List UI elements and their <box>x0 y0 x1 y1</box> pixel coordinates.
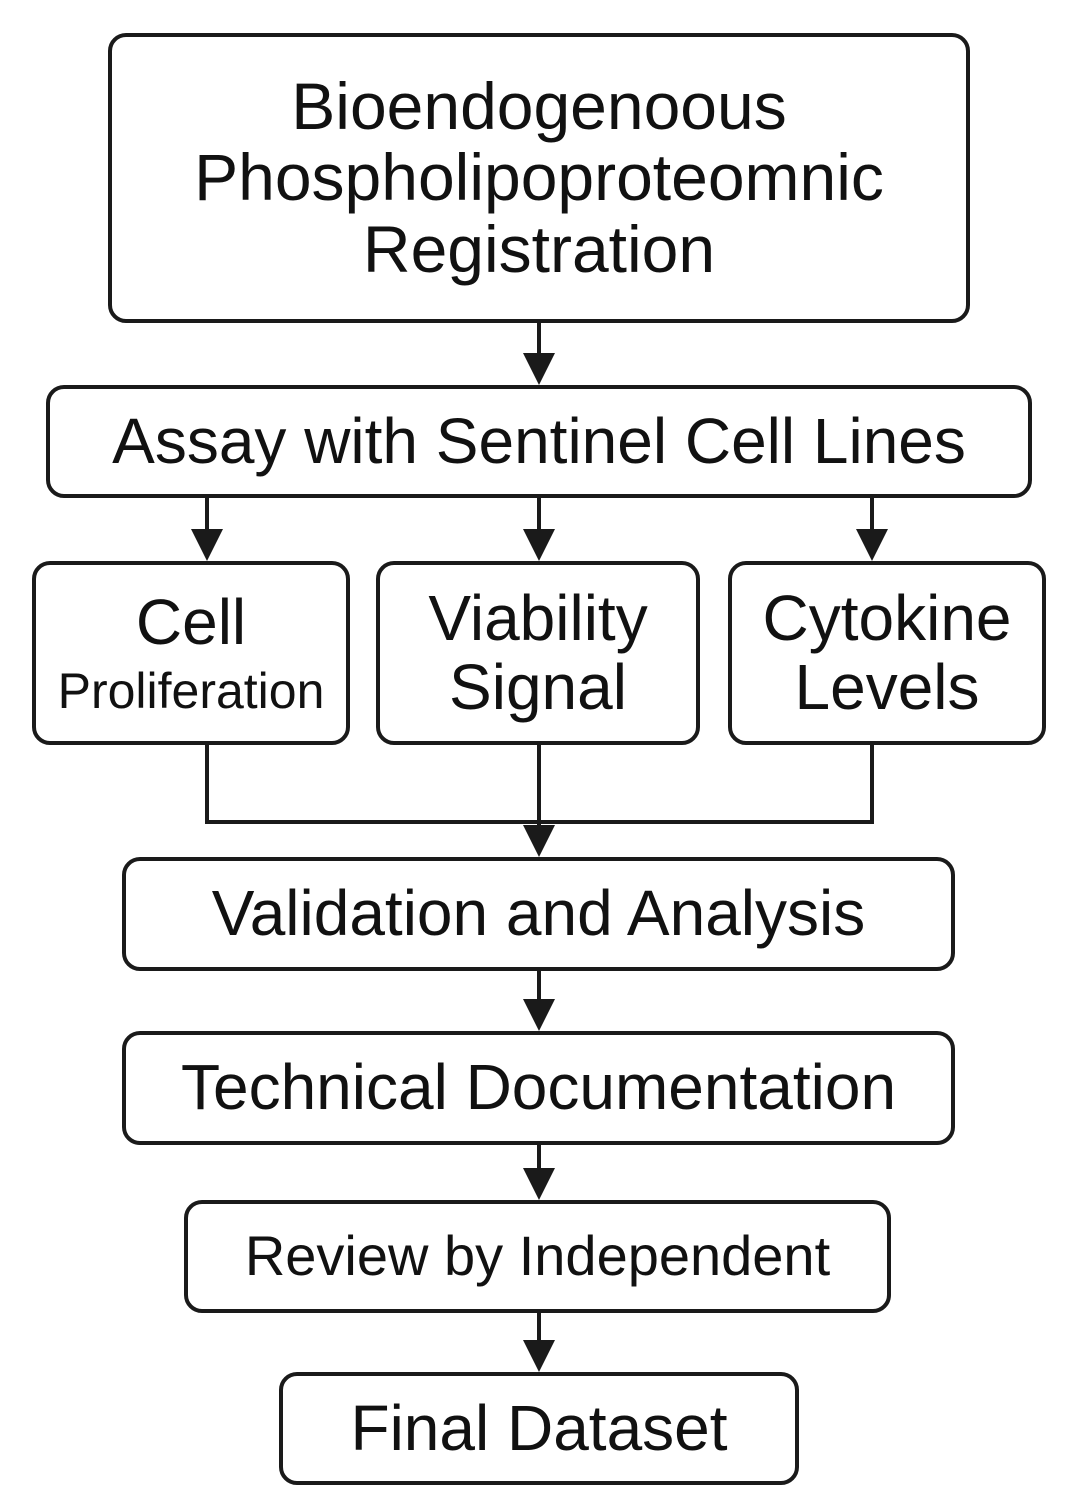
cell-proliferation-label-line-1: Cell <box>135 586 247 659</box>
cytokine-levels-label-line-1: Cytokine <box>762 581 1012 654</box>
registration-label-line-1: Bioendogenoous <box>291 69 787 144</box>
registration-label-line-2: Phospholipoproteomnic <box>194 140 884 215</box>
final-dataset-label: Final Dataset <box>350 1391 728 1464</box>
cell-proliferation-node: Cell Proliferation <box>32 561 350 745</box>
merge-connector <box>205 745 874 824</box>
cell-proliferation-label-line-2: Proliferation <box>57 662 325 719</box>
viability-signal-label-line-2: Signal <box>449 651 627 723</box>
review-label: Review by Independent <box>244 1224 831 1288</box>
viability-signal-node: Viability Signal <box>376 561 700 745</box>
assay-node: Assay with Sentinel Cell Lines <box>46 385 1032 498</box>
viability-signal-label-line-1: Viability <box>428 581 648 654</box>
registration-label-line-3: Registration <box>362 211 716 286</box>
technical-documentation-node: Technical Documentation <box>122 1031 955 1145</box>
assay-label: Assay with Sentinel Cell Lines <box>112 404 966 477</box>
cytokine-levels-label-line-2: Levels <box>794 651 980 723</box>
review-node: Review by Independent <box>184 1200 891 1313</box>
final-dataset-node: Final Dataset <box>279 1372 799 1485</box>
validation-node: Validation and Analysis <box>122 857 955 971</box>
validation-label: Validation and Analysis <box>211 877 866 950</box>
technical-documentation-label: Technical Documentation <box>180 1051 897 1124</box>
cytokine-levels-node: Cytokine Levels <box>728 561 1046 745</box>
registration-node: Bioendogenoous Phospholipoproteomnic Reg… <box>108 33 970 323</box>
